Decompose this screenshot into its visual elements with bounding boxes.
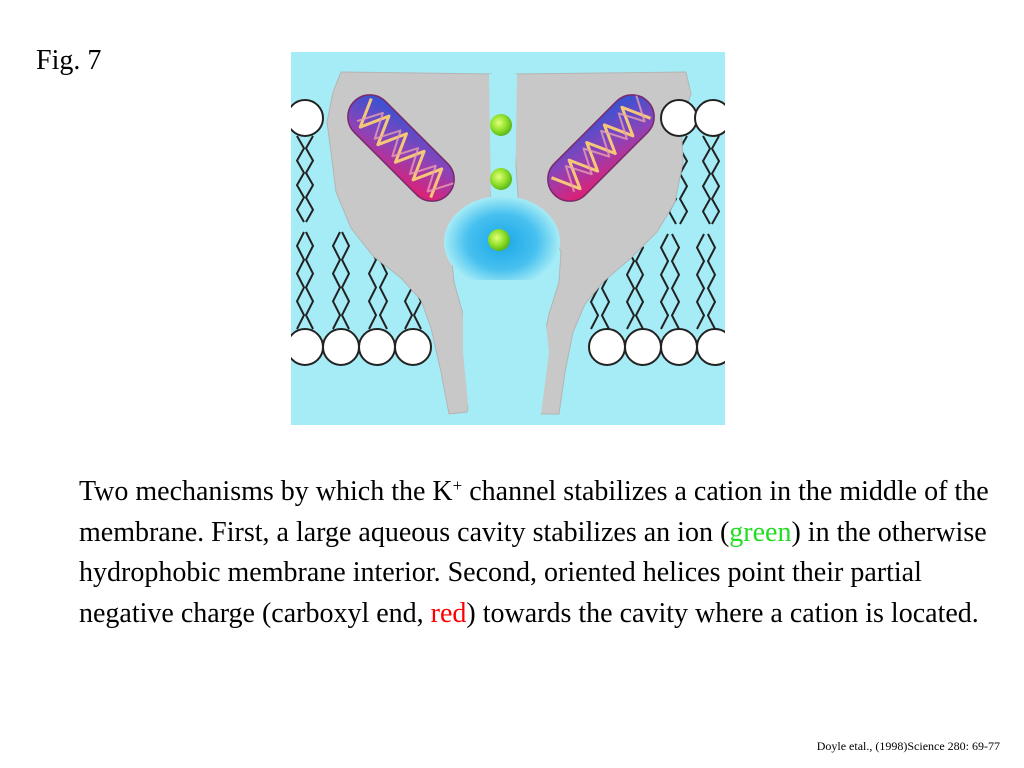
lipid-tail bbox=[706, 233, 717, 330]
lipid-tail bbox=[695, 233, 706, 330]
lipid-head bbox=[358, 328, 396, 366]
potassium-ion-filter-top bbox=[490, 114, 512, 136]
lipid-head bbox=[624, 328, 662, 366]
lipid-tail bbox=[659, 233, 670, 330]
helix-coil-line bbox=[564, 95, 646, 193]
lipid-tail bbox=[701, 135, 712, 225]
lipid-tail bbox=[295, 135, 306, 223]
lipid-tail bbox=[670, 233, 681, 330]
lipid-head bbox=[694, 99, 725, 137]
lipid-head bbox=[588, 328, 626, 366]
k-channel-membrane-illustration bbox=[291, 52, 725, 425]
lipid-tail bbox=[331, 231, 342, 330]
lipid-heads bbox=[291, 99, 725, 366]
lipid-tail bbox=[304, 231, 315, 330]
lipid-head bbox=[660, 328, 698, 366]
caption-text-4: ) towards the cavity where a cation is l… bbox=[466, 597, 979, 629]
lipid-tail bbox=[304, 135, 315, 223]
intracellular-vestibule bbox=[463, 280, 549, 414]
potassium-ion-filter-bottom bbox=[490, 168, 512, 190]
lipid-tail bbox=[710, 135, 721, 225]
helix-coil-line bbox=[550, 105, 652, 191]
helix-coil-line bbox=[358, 97, 444, 199]
figure-label: Fig. 7 bbox=[36, 45, 102, 76]
left-pore-helix bbox=[347, 94, 455, 202]
caption-red-word: red bbox=[430, 597, 467, 629]
lipid-head bbox=[394, 328, 432, 366]
figure-caption: Two mechanisms by which the K+ channel s… bbox=[79, 472, 999, 634]
right-pore-helix bbox=[547, 94, 655, 202]
lipid-tail bbox=[634, 233, 645, 330]
caption-text-3: ) in the otherwise hydrophobic membrane … bbox=[79, 516, 987, 629]
caption-green-word: green bbox=[729, 516, 792, 548]
lipid-head bbox=[291, 99, 324, 137]
caption-text-2: channel stabilizes a cation in the middl… bbox=[79, 476, 989, 548]
potassium-ion-cavity bbox=[488, 229, 510, 251]
caption-text-1: Two mechanisms by which the K bbox=[79, 476, 453, 507]
helix-coil-line bbox=[356, 111, 454, 193]
lipid-head bbox=[322, 328, 360, 366]
lipid-head bbox=[696, 328, 725, 366]
left-helix-coil bbox=[356, 97, 454, 199]
right-helix-coil bbox=[550, 95, 652, 193]
lipid-tail bbox=[295, 231, 306, 330]
lipid-tail bbox=[340, 231, 351, 330]
citation: Doyle etal., (1998)Science 280: 69-77 bbox=[816, 739, 1000, 753]
lipid-head bbox=[291, 328, 324, 366]
caption-superscript: + bbox=[452, 476, 463, 495]
lipid-head bbox=[660, 99, 698, 137]
